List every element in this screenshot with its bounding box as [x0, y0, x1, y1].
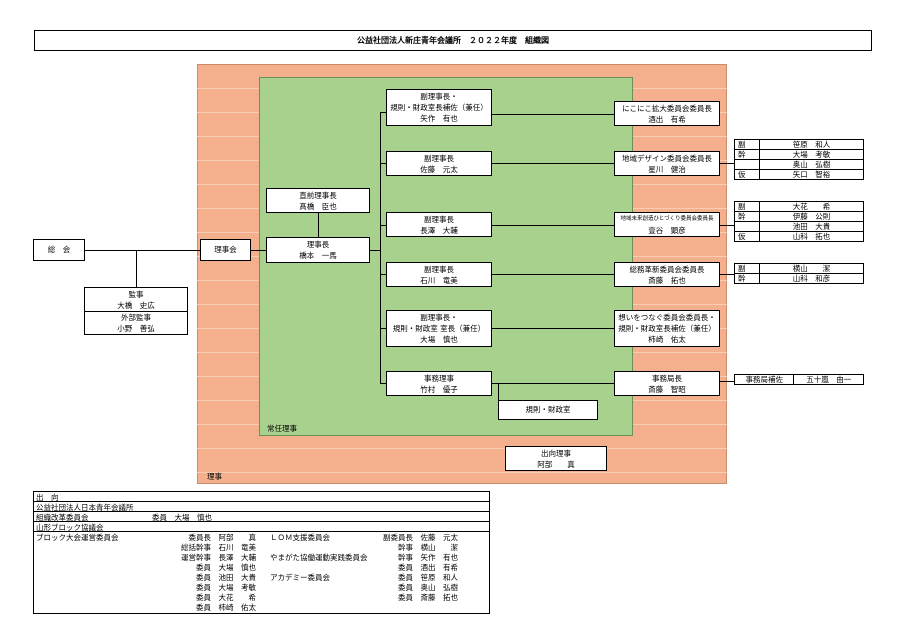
academy-label: アカデミー委員会: [270, 573, 330, 582]
block-member: 委員 大花 希: [196, 593, 256, 602]
jc-heading: 公益社団法人日本青年会議所: [36, 503, 134, 512]
block-member: 委員 奥山 弘樹: [398, 583, 458, 592]
jonin-label: 常任理事: [267, 424, 297, 433]
block-member: 委員 大場 考敏: [196, 583, 256, 592]
rijicho-box: 理事長橋本 一馬: [266, 237, 370, 263]
block-member: 委員 柿崎 佑太: [196, 603, 256, 612]
vice-box-4: 副理事長石川 竜美: [386, 262, 492, 287]
page-title: 公益社団法人新庄青年会議所 ２０２２年度 組織図: [34, 30, 872, 51]
yamagata-block-heading: 山形ブロック協議会: [36, 523, 104, 532]
block-member: 幹事 矢作 有也: [398, 553, 458, 562]
soukai-box: 総 会: [33, 239, 85, 261]
vice-box-1: 副理事長・規則・財政室長補佐（兼任）矢作 有也: [386, 89, 492, 126]
kisoku-zaisei-box: 規則・財政室: [498, 400, 598, 420]
kyodo-undo-label: やまがた協働運動実践委員会: [270, 553, 368, 562]
block-member: 幹事 横山 潔: [398, 543, 458, 552]
block-member: 総括幹事 石川 竜美: [181, 543, 256, 552]
member-table-4: 事務局補佐五十嵐 由一: [733, 374, 864, 385]
lom-shien-label: ＬＯＭ支援委員会: [270, 533, 330, 542]
committee-box-4: 総務革新委員会委員長斎藤 拓也: [614, 262, 720, 287]
riji-label: 理事: [207, 472, 222, 481]
shukko-heading: 出 向: [36, 493, 59, 502]
rijikai-box: 理事会: [200, 239, 251, 261]
member-table-3: 副横山 潔 幹山科 和彦: [734, 263, 864, 284]
block-taikai-label: ブロック大会運営委員会: [36, 533, 119, 542]
block-member: 委員 笹原 和人: [398, 573, 458, 582]
block-member: 運営幹事 長澤 大輔: [181, 553, 256, 562]
block-member: 委員 大場 慎也: [196, 563, 256, 572]
block-member: 委員 斎藤 拓也: [398, 593, 458, 602]
vice-box-3: 副理事長長澤 大輔: [386, 212, 492, 237]
jimuriji-box: 事務理事竹村 優子: [386, 371, 492, 396]
soshiki-kaikaku-member: 委員 大場 慎也: [152, 513, 212, 522]
jimukyokucho-box: 事務局長斎藤 智昭: [614, 371, 720, 396]
vice-box-5: 副理事長・規則・財政室 室長（兼任）大場 慎也: [386, 310, 492, 347]
block-member: 副委員長 佐藤 元太: [383, 533, 458, 542]
committee-box-1: にこにこ拡大委員会委員長酒出 有希: [614, 101, 720, 126]
block-member: 委員 池田 大貴: [196, 573, 256, 582]
shukko-table: 出 向 公益社団法人日本青年会議所 組織改革委員会 委員 大場 慎也 山形ブロッ…: [33, 491, 490, 614]
committee-box-5: 想いをつなぐ委員会委員長・規則・財政室長補佐（兼任）柿崎 佑太: [614, 310, 720, 347]
member-table-1: 副笹原 和人 幹大場 考敏 奥山 弘樹 仮矢口 智裕: [734, 139, 864, 180]
vice-box-2: 副理事長佐藤 元太: [386, 151, 492, 176]
committee-box-3: 地域未来創造ひとづくり委員会委員長壹谷 顕彦: [614, 212, 720, 237]
kanji-box: 監事 大橋 史広 外部監事 小野 善弘: [84, 287, 188, 335]
block-member: 委員 酒出 有希: [398, 563, 458, 572]
shukko-riji-box: 出向理事阿部 真: [505, 446, 607, 471]
soshiki-kaikaku-label: 組織改革委員会: [36, 513, 89, 522]
member-table-2: 副大花 希 幹伊藤 公則 池田 大貴 仮山科 拓也: [734, 201, 864, 242]
block-member: 委員長 阿部 真: [188, 533, 257, 542]
committee-box-2: 地域デザイン委員会委員長星川 健治: [614, 151, 720, 176]
zenrijicho-box: 直前理事長髙橋 臣也: [266, 188, 370, 213]
